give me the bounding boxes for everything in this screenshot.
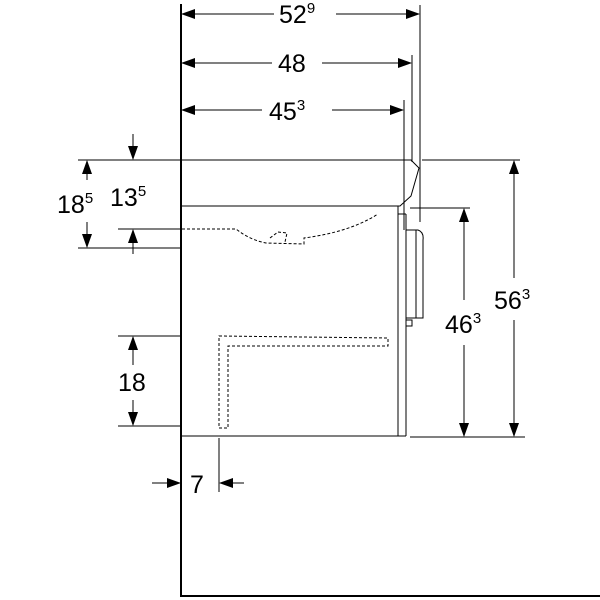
height-drawer-label: 18 (118, 369, 146, 397)
width-basin-label: 48 (278, 50, 306, 78)
extension-lines (78, 5, 525, 492)
height-basin-label: 135 (110, 183, 146, 212)
horizontal-dimension-arrows (152, 9, 420, 488)
width-cabinet-label: 453 (269, 97, 305, 126)
wall-gap-label: 7 (190, 471, 204, 499)
wall (180, 4, 600, 597)
washbasin (181, 159, 420, 245)
height-top-label: 185 (57, 190, 93, 219)
towel-rail (406, 229, 424, 327)
height-cabinet-label: 463 (445, 310, 481, 339)
vanity-cabinet (180, 205, 407, 437)
vertical-dimension-arrows (82, 134, 519, 437)
width-total-label: 529 (279, 0, 315, 29)
height-total-label: 563 (494, 286, 530, 315)
